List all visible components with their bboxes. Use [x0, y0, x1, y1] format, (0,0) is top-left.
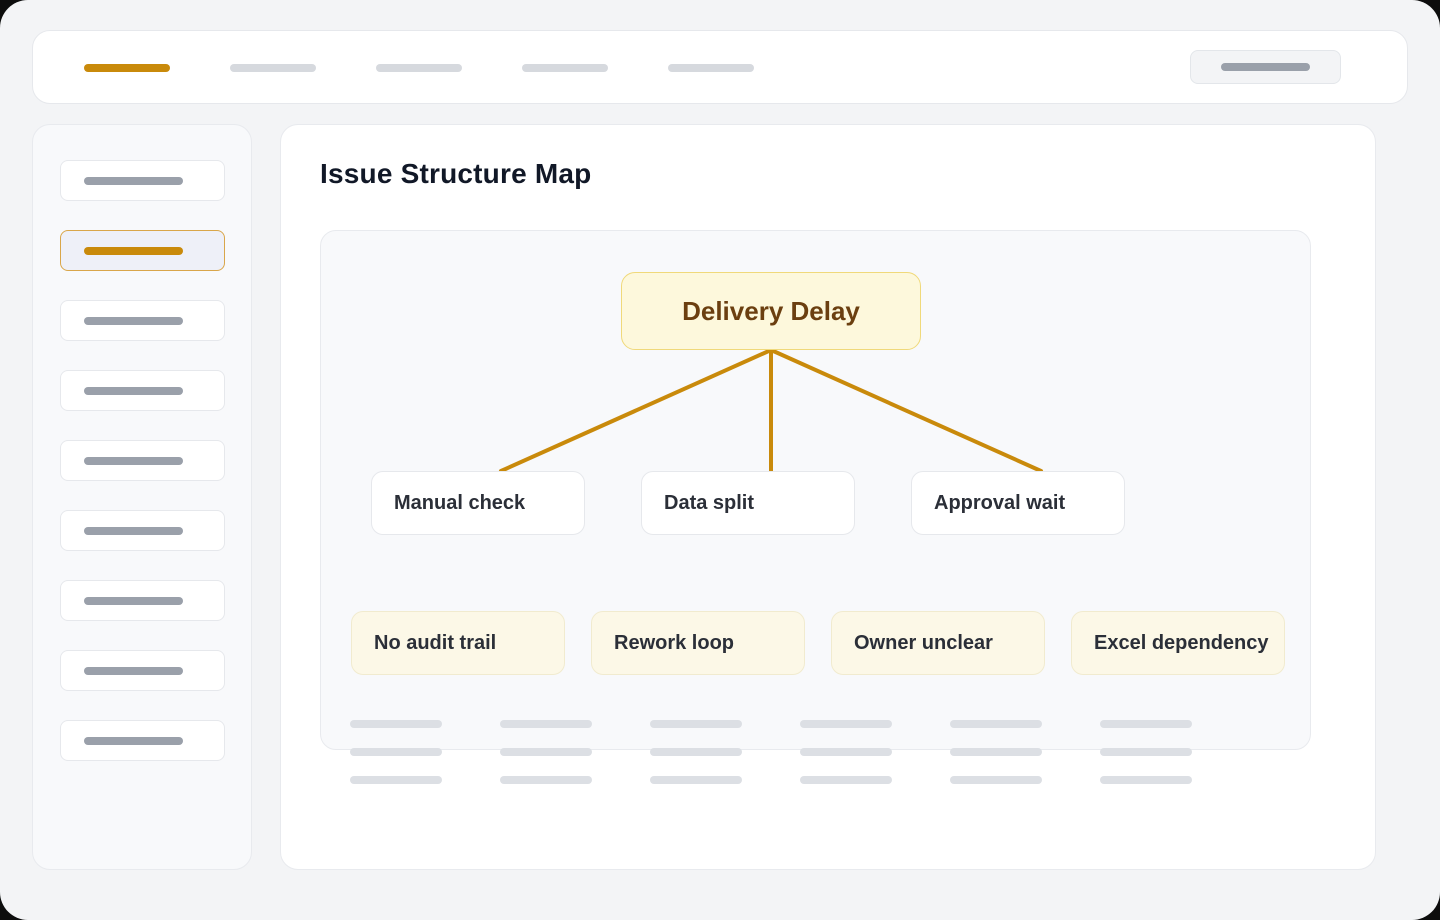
factor-node-rework-loop[interactable]: Rework loop	[591, 611, 805, 675]
skeleton-line	[950, 748, 1042, 756]
skeleton-line	[650, 720, 742, 728]
skeleton-line	[350, 720, 442, 728]
map-connectors	[499, 348, 1043, 473]
skeleton-line	[950, 720, 1042, 728]
skeleton-line	[500, 748, 592, 756]
sidebar-item-2-active[interactable]	[60, 230, 225, 271]
skeleton-line	[500, 776, 592, 784]
factor-node-no-audit-trail[interactable]: No audit trail	[351, 611, 565, 675]
sidebar-item-7[interactable]	[60, 580, 225, 621]
sidebar-item-4[interactable]	[60, 370, 225, 411]
skeleton-line	[650, 748, 742, 756]
sidebar	[32, 124, 252, 870]
sidebar-item-label-placeholder	[84, 737, 183, 745]
sidebar-item-5[interactable]	[60, 440, 225, 481]
skeleton-line	[950, 776, 1042, 784]
nav-tab-4[interactable]	[522, 64, 608, 72]
sidebar-item-3[interactable]	[60, 300, 225, 341]
nav-tab-3[interactable]	[376, 64, 462, 72]
sidebar-item-6[interactable]	[60, 510, 225, 551]
top-nav-bar	[32, 30, 1408, 104]
sidebar-item-label-placeholder	[84, 387, 183, 395]
skeleton-line	[650, 776, 742, 784]
connector-root-to-approval-wait	[769, 348, 1043, 473]
sidebar-item-label-placeholder	[84, 177, 183, 185]
skeleton-line	[1100, 720, 1192, 728]
factor-node-excel-dependency[interactable]: Excel dependency	[1071, 611, 1285, 675]
skeleton-line	[1100, 776, 1192, 784]
top-action-button[interactable]	[1190, 50, 1341, 84]
skeleton-line	[350, 776, 442, 784]
nav-tab-5[interactable]	[668, 64, 754, 72]
issue-map-canvas: Delivery Delay Manual check Data split A…	[320, 230, 1311, 750]
sidebar-item-label-placeholder	[84, 317, 183, 325]
nav-tab-2[interactable]	[230, 64, 316, 72]
factor-node-owner-unclear[interactable]: Owner unclear	[831, 611, 1045, 675]
skeleton-line	[350, 748, 442, 756]
nav-tab-1-active[interactable]	[84, 64, 170, 72]
sidebar-item-label-placeholder	[84, 527, 183, 535]
sidebar-item-label-placeholder	[84, 457, 183, 465]
sidebar-item-8[interactable]	[60, 650, 225, 691]
sidebar-item-9[interactable]	[60, 720, 225, 761]
cause-node-approval-wait[interactable]: Approval wait	[911, 471, 1125, 535]
cause-node-manual-check[interactable]: Manual check	[371, 471, 585, 535]
connector-root-to-manual-check	[499, 348, 773, 473]
sidebar-item-1[interactable]	[60, 160, 225, 201]
page-title: Issue Structure Map	[320, 158, 592, 189]
sidebar-item-label-placeholder	[84, 247, 183, 255]
cause-node-data-split[interactable]: Data split	[641, 471, 855, 535]
skeleton-line	[800, 776, 892, 784]
skeleton-line	[800, 720, 892, 728]
sidebar-item-label-placeholder	[84, 667, 183, 675]
skeleton-line	[500, 720, 592, 728]
skeleton-line	[1100, 748, 1192, 756]
root-node[interactable]: Delivery Delay	[621, 272, 921, 350]
top-action-label-placeholder	[1221, 63, 1310, 71]
sidebar-item-label-placeholder	[84, 597, 183, 605]
main-panel: Issue Structure Map Delivery Delay Manua…	[280, 124, 1376, 870]
skeleton-line	[800, 748, 892, 756]
